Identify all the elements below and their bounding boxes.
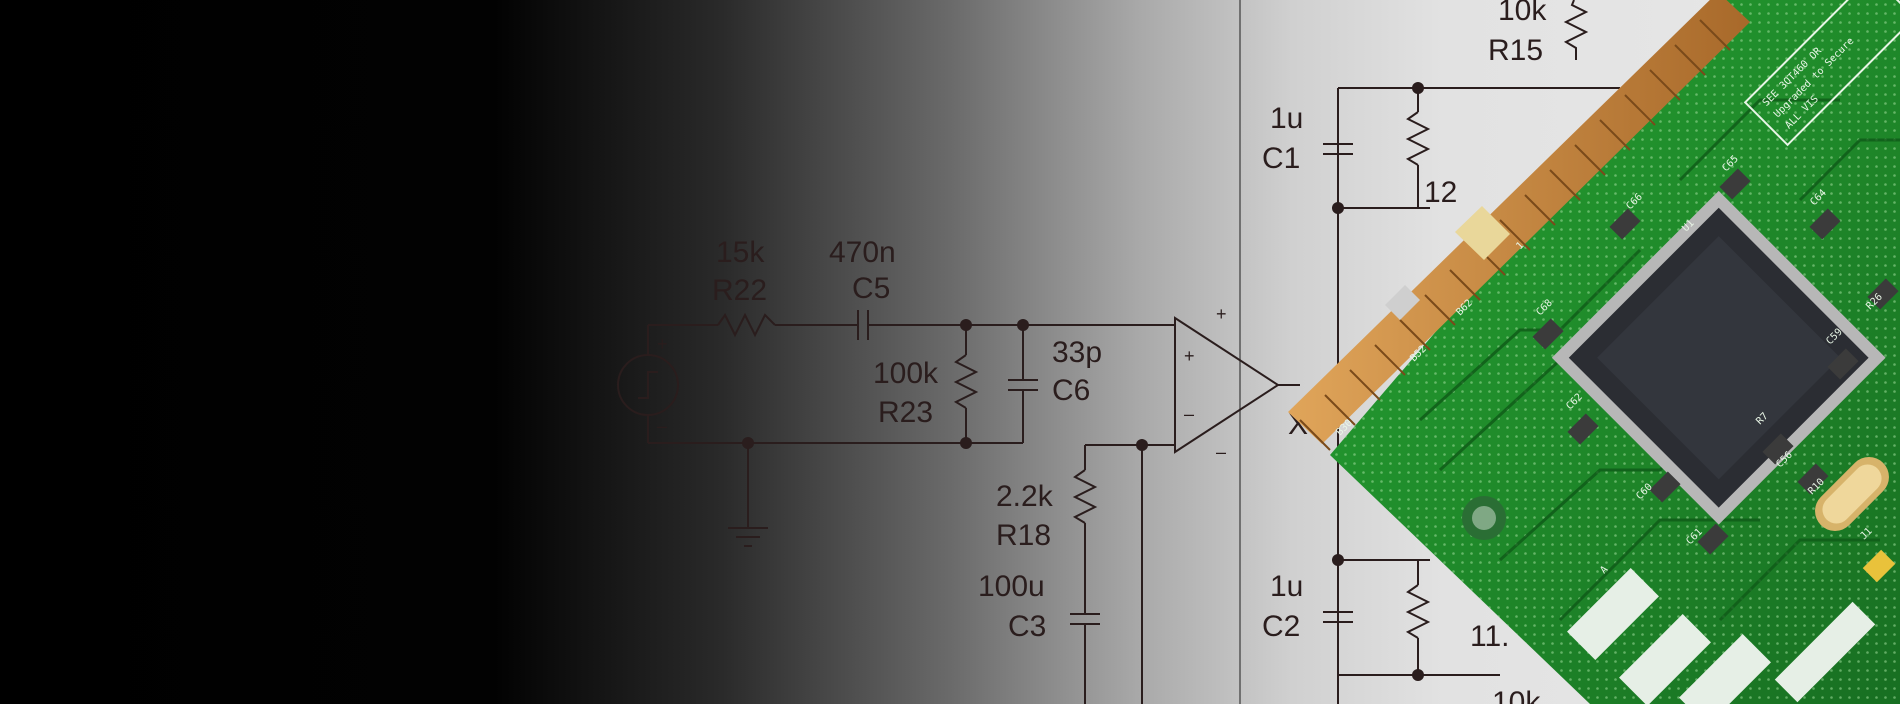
resistor-r23	[953, 354, 979, 409]
c2-name: C2	[1262, 610, 1300, 643]
r22-name: R22	[712, 274, 767, 307]
r15-value: 10k	[1498, 0, 1547, 27]
r18-name: R18	[996, 519, 1051, 552]
r22-value: 15k	[716, 236, 765, 269]
opamp-symbol	[1174, 316, 1280, 454]
rail-minus: –	[1216, 442, 1226, 462]
edge-connector	[1288, 0, 1750, 451]
c3-name: C3	[1008, 610, 1046, 643]
resistor-r18	[1072, 469, 1098, 524]
schematic-labels: 15k R22 470n C5 100k R23 33p C6 2.2k R18…	[657, 0, 1547, 704]
source-plus: +	[657, 334, 668, 354]
r18-value: 2.2k	[996, 480, 1054, 513]
crystal-oscillator	[1815, 457, 1889, 531]
c6-name: C6	[1052, 374, 1090, 407]
c6-value: 33p	[1052, 336, 1102, 369]
opamp-minus: –	[1184, 404, 1194, 424]
c5-value: 470n	[829, 236, 896, 269]
opamp-plus: +	[1184, 346, 1195, 366]
yellow-component	[1862, 549, 1896, 583]
c5-name: C5	[852, 272, 890, 305]
pcb-board: SEE 3QT460 OR Upgraded to Secure ALL VIS…	[1288, 0, 1900, 704]
r23-name: R23	[878, 396, 933, 429]
schematic	[617, 0, 1620, 704]
partial-label-12: 12	[1424, 176, 1457, 209]
smd-components	[1462, 168, 1899, 555]
c1-name: C1	[1262, 142, 1300, 175]
partial-label-10k: 10k	[1492, 686, 1541, 704]
c1-value: 1u	[1270, 102, 1303, 135]
r15-name: R15	[1488, 34, 1543, 67]
source-minus: –	[657, 416, 667, 436]
c2-value: 1u	[1270, 570, 1303, 603]
r23-value: 100k	[873, 357, 939, 390]
resistor-r22	[717, 312, 776, 338]
white-pads	[1567, 568, 1876, 704]
partial-label-11: 11.	[1470, 620, 1509, 653]
junction-dots	[742, 82, 1424, 681]
c3-value: 100u	[978, 570, 1045, 603]
rail-plus: +	[1216, 304, 1227, 324]
